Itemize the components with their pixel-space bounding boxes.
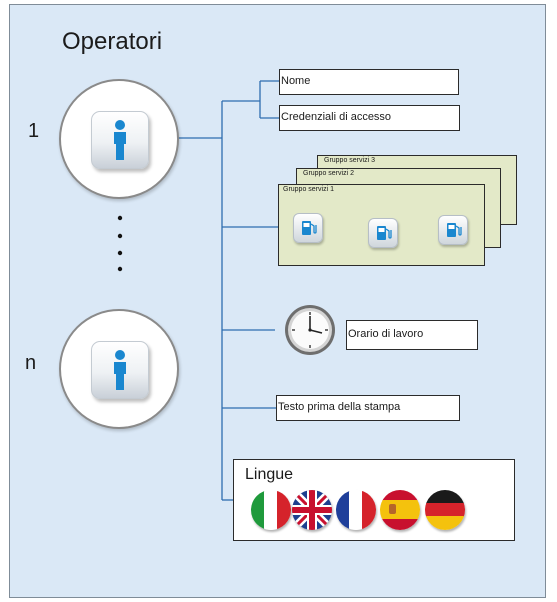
languages-title: Lingue [245,466,294,483]
fuel-pump-icon [438,215,468,245]
operator-last-label: n [25,352,37,374]
name-field-box: Nome [279,69,459,95]
print-text-box: Testo prima della stampa [276,395,460,421]
spain-flag-icon [380,490,420,530]
service-group-label: Gruppo servizi 3 [324,157,375,164]
service-group-label: Gruppo servizi 1 [283,186,334,193]
service-group-label: Gruppo servizi 2 [303,170,354,177]
germany-flag-icon [425,490,465,530]
languages-box: Lingue [233,459,515,541]
france-flag-icon [336,490,376,530]
italy-flag-icon [251,490,291,530]
operator-avatar-first [59,79,179,199]
fuel-pump-icon [293,213,323,243]
person-icon [91,341,149,399]
fuel-pump-icon [368,218,398,248]
credentials-field-box: Credenziali di accesso [279,105,460,131]
service-group-card: Gruppo servizi 1 [278,184,485,266]
page-title: Operatori [62,28,163,55]
work-hours-box: Orario di lavoro [346,320,478,350]
clock-icon [272,303,348,357]
person-icon [91,111,149,169]
operator-avatar-last [59,309,179,429]
uk-flag-icon [292,490,332,530]
operator-first-label: 1 [28,120,40,142]
